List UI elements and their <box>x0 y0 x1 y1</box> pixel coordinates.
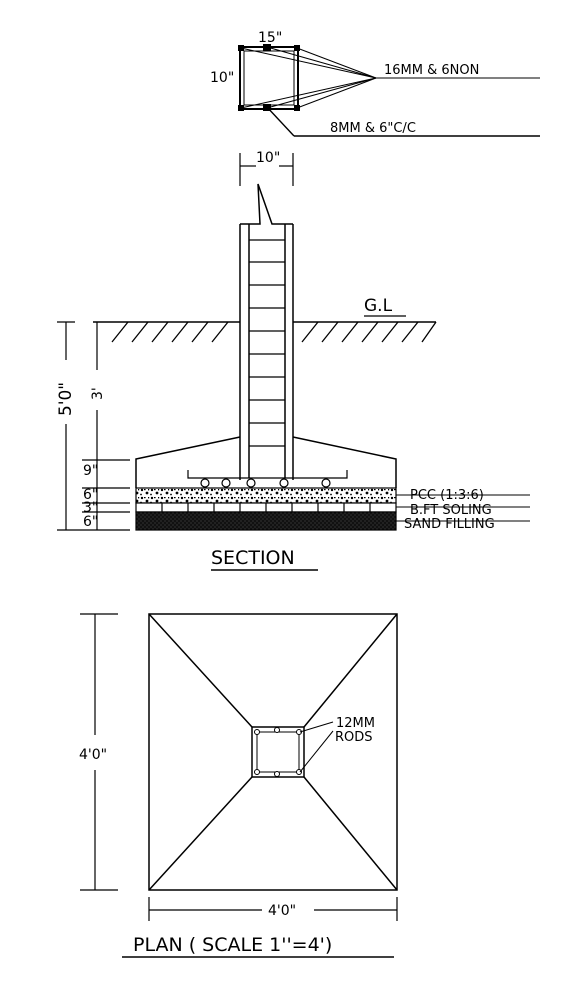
ground-hatching <box>111 321 437 343</box>
plan-width-dimension <box>148 897 398 921</box>
plan-width-label: 4'0" <box>268 903 296 919</box>
sand-filling-layer <box>135 511 397 531</box>
base-rebar-dots <box>200 478 331 488</box>
column-detail-inner <box>243 50 295 106</box>
plan-diagonal <box>303 776 398 891</box>
sand-filling-label: SAND FILLING <box>404 517 495 532</box>
plan-title: PLAN ( SCALE 1''=4') <box>133 934 332 956</box>
ties-leader <box>265 105 540 137</box>
pcc-label: PCC (1:3:6) <box>410 488 484 503</box>
column-detail-outline <box>239 46 299 110</box>
section-view <box>93 153 437 488</box>
plan-diagonal <box>303 613 398 728</box>
layer-dim-label: 3" <box>83 500 98 516</box>
column-break-line <box>240 183 293 225</box>
layer-dim-label: 6" <box>83 514 98 530</box>
rods-leader <box>299 721 334 773</box>
column-ties <box>249 239 285 447</box>
footing-plan-outline <box>148 613 398 891</box>
footing-slope <box>135 436 241 488</box>
brick-soling-layer <box>135 502 397 513</box>
ground-level-label: G.L <box>364 296 393 316</box>
section-depth-dimensions <box>57 321 130 531</box>
column-width-label: 15" <box>258 30 282 46</box>
total-depth-label: 5'0" <box>56 382 76 416</box>
base-rebar <box>187 470 348 479</box>
footing-slope <box>292 436 397 488</box>
layer-dim-label: 9" <box>83 463 98 479</box>
rods-label-line1: 12MM <box>336 716 375 731</box>
section-column-width-label: 10" <box>256 150 280 166</box>
layer-dim-label: 6" <box>83 487 98 503</box>
section-width-dimension <box>239 153 294 186</box>
column-plan-outline <box>251 726 305 778</box>
soling-label: B.FT SOLING <box>410 503 492 518</box>
rods-label-line2: RODS <box>335 730 373 745</box>
section-title: SECTION <box>211 547 295 569</box>
column-depth-dim-label: 3' <box>90 387 106 400</box>
column-detail <box>238 44 540 137</box>
pcc-layer <box>135 487 397 504</box>
plan-view <box>80 613 398 921</box>
plan-rods <box>254 727 302 777</box>
ties-label: 8MM & 6"C/C <box>330 121 416 136</box>
main-bars-label: 16MM & 6NON <box>384 63 479 78</box>
plan-diagonal <box>148 613 253 728</box>
column-depth-label: 10" <box>210 70 234 86</box>
plan-diagonal <box>148 776 253 891</box>
main-bars-leader <box>240 46 540 109</box>
column-plan-inner <box>256 731 300 773</box>
plan-height-label: 4'0" <box>79 747 107 763</box>
layer-leaders <box>396 494 530 522</box>
plan-height-dimension <box>80 613 118 891</box>
